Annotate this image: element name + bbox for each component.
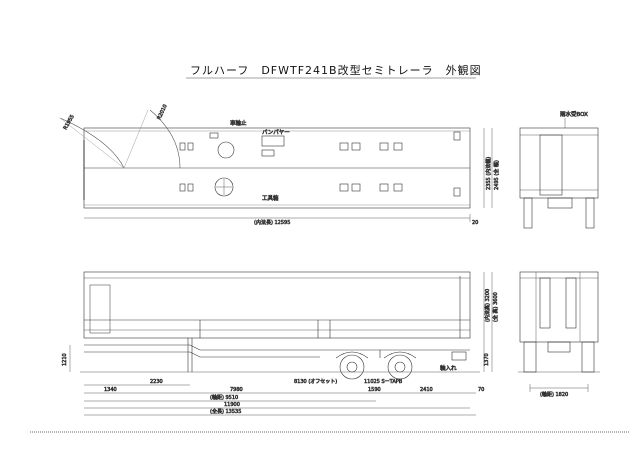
rear-view-top bbox=[519, 118, 599, 229]
inner-length-label: (内法長) 12595 bbox=[254, 219, 290, 226]
dim-11900-label: 11900 bbox=[224, 402, 240, 408]
outer-width-label: 2495 (全 幅) bbox=[493, 160, 500, 190]
inner-height-label: (内法高) 3200 bbox=[484, 289, 491, 322]
dim-7980-label: 7980 bbox=[230, 387, 243, 393]
overall-length-label: (全長) 13535 bbox=[210, 408, 241, 415]
dim-1590-label: 1590 bbox=[368, 387, 381, 393]
stopper-label: 軸入れ bbox=[440, 364, 457, 372]
bumper-label: バンパヤー bbox=[262, 129, 290, 136]
rain-box-label: 雨水受BOX bbox=[560, 110, 588, 118]
end-gap-label: 20 bbox=[472, 220, 478, 226]
kingpin-offset-label: 1340 bbox=[104, 387, 117, 393]
axle-spread-label: 11025 SーTAPB bbox=[364, 379, 403, 385]
deck-height-rear-label: 1370 bbox=[484, 353, 490, 366]
offset-label: 8130 (オフセット) bbox=[294, 379, 337, 385]
radius-2-label: R2010 bbox=[156, 104, 168, 121]
rear-view-bottom bbox=[518, 271, 600, 392]
inner-width-label: 2355 (内法幅) bbox=[485, 157, 492, 190]
track-width-label: (輪距) 1820 bbox=[540, 391, 568, 398]
radius-1-label: R1955 bbox=[63, 114, 76, 131]
drawing-title: フルハーフ DFWTF241B改型セミトレーラ 外観図 bbox=[190, 64, 482, 77]
side-view bbox=[69, 271, 493, 416]
wheelbase-label: (軸距) 9510 bbox=[210, 394, 238, 401]
dim-2230-label: 2230 bbox=[150, 379, 163, 385]
tool-box-label: 工具箱 bbox=[262, 194, 279, 202]
dim-70-label: 70 bbox=[478, 387, 484, 393]
top-view bbox=[59, 109, 493, 222]
deck-height-label: 1210 bbox=[62, 353, 68, 366]
chamfer-label: 車輪止 bbox=[230, 119, 247, 127]
dim-2410-label: 2410 bbox=[420, 387, 433, 393]
total-height-label: (全 高) 3600 bbox=[492, 292, 499, 322]
